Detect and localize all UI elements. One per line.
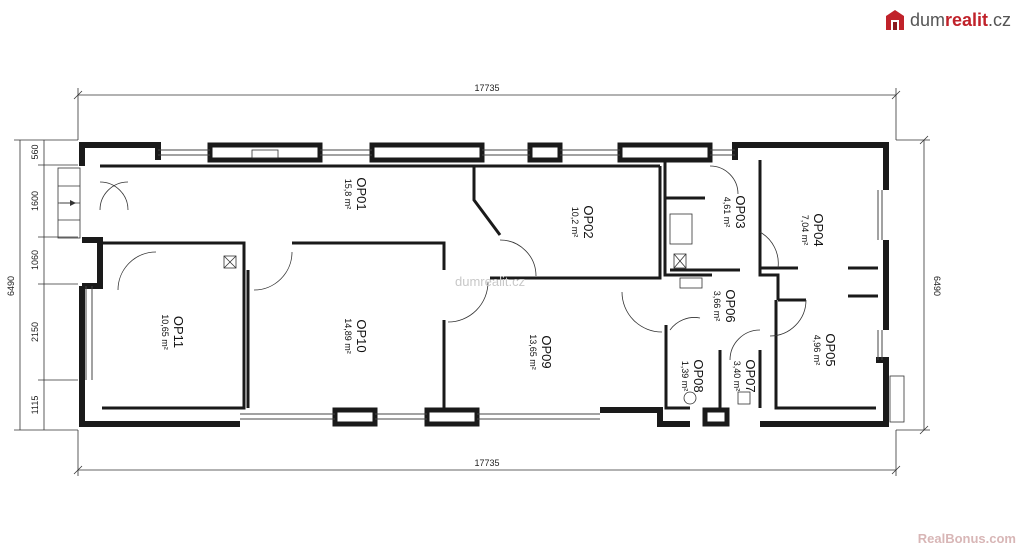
room-op05-area: 4,96 m²	[812, 335, 822, 366]
dimension-right-label: 6490	[932, 276, 942, 296]
room-op06-area: 3,66 m²	[712, 291, 722, 322]
room-op03-code: OP03	[733, 195, 748, 228]
realbonus-logo[interactable]: RealBonus.com	[917, 531, 1016, 546]
dimension-left-total: 6490	[6, 276, 16, 296]
room-op08-area: 1,39 m²	[680, 361, 690, 392]
room-op09-code: OP09	[539, 335, 554, 368]
room-op02-code: OP02	[581, 205, 596, 238]
room-op09-area: 13,65 m²	[528, 334, 538, 370]
dimension-left-seg-5: 1115	[30, 396, 40, 415]
dimension-right: 6490	[896, 135, 942, 435]
dumrealit-logo[interactable]: dumrealit.cz	[884, 8, 1011, 32]
dimension-left-seg-1: 560	[30, 144, 40, 159]
room-op01-code: OP01	[354, 177, 369, 210]
room-op07-code: OP07	[743, 359, 758, 392]
room-labels: OP01 15,8 m² OP02 10,2 m² OP03 4,61 m² O…	[160, 177, 838, 392]
room-op03-area: 4,61 m²	[722, 197, 732, 228]
dimension-left-seg-2: 1600	[30, 191, 40, 211]
room-op06-code: OP06	[723, 289, 738, 322]
watermark-text: dumrealit.cz	[455, 274, 526, 289]
sink-fixture	[679, 277, 703, 289]
room-op11-code: OP11	[171, 316, 186, 348]
toilet-fixture	[683, 391, 697, 405]
chimney-fixture	[223, 255, 237, 269]
outdoor-unit-fixture	[889, 375, 905, 423]
dimension-top-label: 17735	[474, 83, 499, 93]
washbasin-fixture	[737, 391, 751, 405]
windows	[85, 149, 883, 420]
room-op10-area: 14,89 m²	[343, 318, 353, 354]
dimension-top: 17735	[73, 83, 901, 140]
room-op08-code: OP08	[691, 359, 706, 392]
dimension-left-seg-4: 2150	[30, 322, 40, 342]
house-logo-icon	[886, 10, 904, 30]
vent-fixture	[251, 149, 279, 159]
shower-fixture	[673, 253, 687, 269]
dimension-bottom: 17735	[73, 430, 901, 476]
room-op04-code: OP04	[811, 213, 826, 246]
doors	[99, 165, 807, 361]
interior-walls	[100, 160, 878, 410]
room-op05-code: OP05	[823, 333, 838, 366]
room-op10-code: OP10	[354, 319, 369, 352]
dimension-bottom-label: 17735	[474, 458, 499, 468]
room-op01-area: 15,8 m²	[343, 179, 353, 210]
dimension-left-seg-3: 1060	[30, 250, 40, 270]
entrance-steps	[57, 167, 81, 239]
room-op11-area: 10,65 m²	[160, 314, 170, 350]
room-op04-area: 7,04 m²	[800, 215, 810, 246]
dimension-left: 6490 560 1600 1060 2150 1115	[6, 139, 78, 431]
fixtures	[223, 149, 905, 423]
room-op07-area: 3,40 m²	[732, 361, 742, 392]
logo-text: dumrealit.cz	[910, 9, 1012, 30]
bathtub-fixture	[669, 213, 693, 245]
outer-walls	[79, 142, 889, 427]
room-op02-area: 10,2 m²	[570, 207, 580, 238]
